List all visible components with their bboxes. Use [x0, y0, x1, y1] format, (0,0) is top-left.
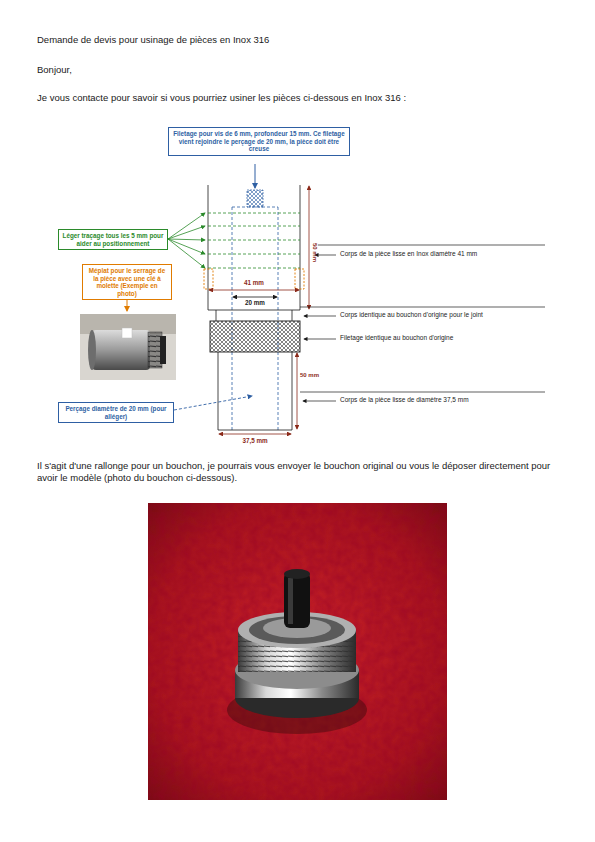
dimension: 20 mm: [237, 299, 273, 307]
document-title: Demande de devis pour usinage de pièces …: [37, 34, 269, 46]
callout-text: Perçage diamètre de 20 mm (pour alléger): [62, 405, 170, 420]
dimension: 50 mm: [300, 372, 326, 380]
callout-text: Méplat pour le serrage de la pièce avec …: [86, 267, 168, 297]
dimension: 37,5 mm: [234, 437, 276, 445]
callout-box: Filetage pour vis de 6 mm, profondeur 15…: [168, 127, 350, 156]
callout-box: Perçage diamètre de 20 mm (pour alléger): [58, 402, 174, 423]
dimension: 50 mm: [311, 243, 319, 262]
callout-text: Léger traçage tous les 5 mm pour aider a…: [62, 232, 164, 247]
callout-text: Filetage pour vis de 6 mm, profondeur 15…: [172, 130, 346, 153]
cap-photo: [148, 503, 447, 800]
dimension: 41 mm: [236, 279, 272, 287]
part-description: Filetage identique au bouchon d'origine: [340, 334, 550, 342]
part-description: Corps identique au bouchon d'origine pou…: [340, 311, 550, 319]
paragraph: Il s'agit d'une rallonge pour un bouchon…: [37, 460, 562, 484]
callout-box: Méplat pour le serrage de la pièce avec …: [82, 264, 172, 300]
example-photo: [80, 314, 176, 380]
part-description: Corps de la pièce lisse en Inox diamètre…: [340, 250, 550, 258]
part-description: Corps de la pièce lisse de diamètre 37,5…: [340, 396, 550, 404]
callout-box: Léger traçage tous les 5 mm pour aider a…: [58, 229, 168, 250]
paragraph: Je vous contacte pour savoir si vous pou…: [37, 92, 567, 104]
greeting: Bonjour,: [37, 64, 557, 76]
